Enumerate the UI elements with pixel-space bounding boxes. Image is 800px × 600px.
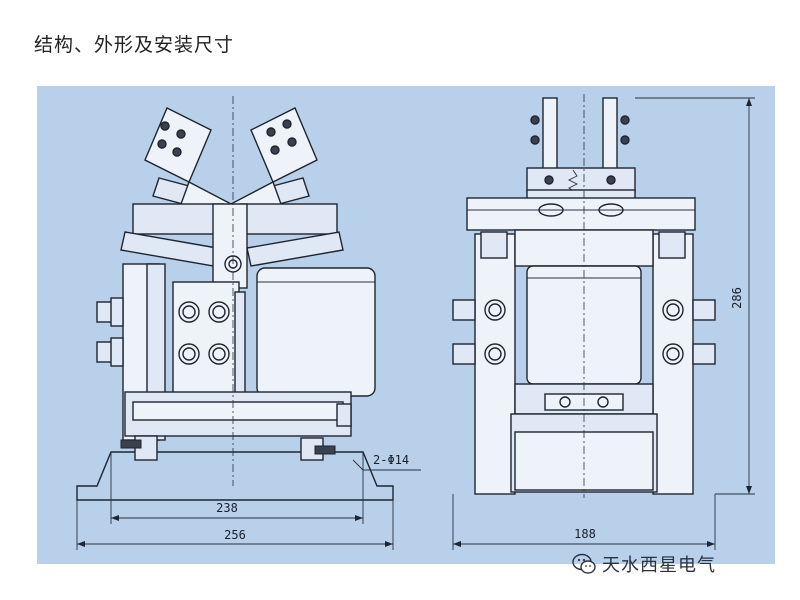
dim-188: 188: [574, 527, 596, 541]
technical-drawing-panel: 238 256 188 2-Φ14 286: [37, 86, 775, 564]
wechat-icon: [572, 553, 596, 575]
left-clamp-arm: [144, 107, 212, 205]
watermark-text: 天水西星电气: [602, 555, 716, 576]
dim-238: 238: [216, 501, 238, 515]
page-title: 结构、外形及安装尺寸: [34, 34, 235, 56]
right-clamp-arm: [250, 107, 318, 205]
side-view: [452, 94, 755, 550]
technical-drawing: 238 256 188 2-Φ14 286: [76, 94, 755, 550]
dim-256: 256: [224, 528, 246, 542]
dim-286: 286: [730, 287, 744, 309]
dim-hole-spec: 2-Φ14: [373, 453, 409, 467]
front-view: [76, 96, 421, 550]
watermark: 天水西星电气: [572, 551, 716, 577]
